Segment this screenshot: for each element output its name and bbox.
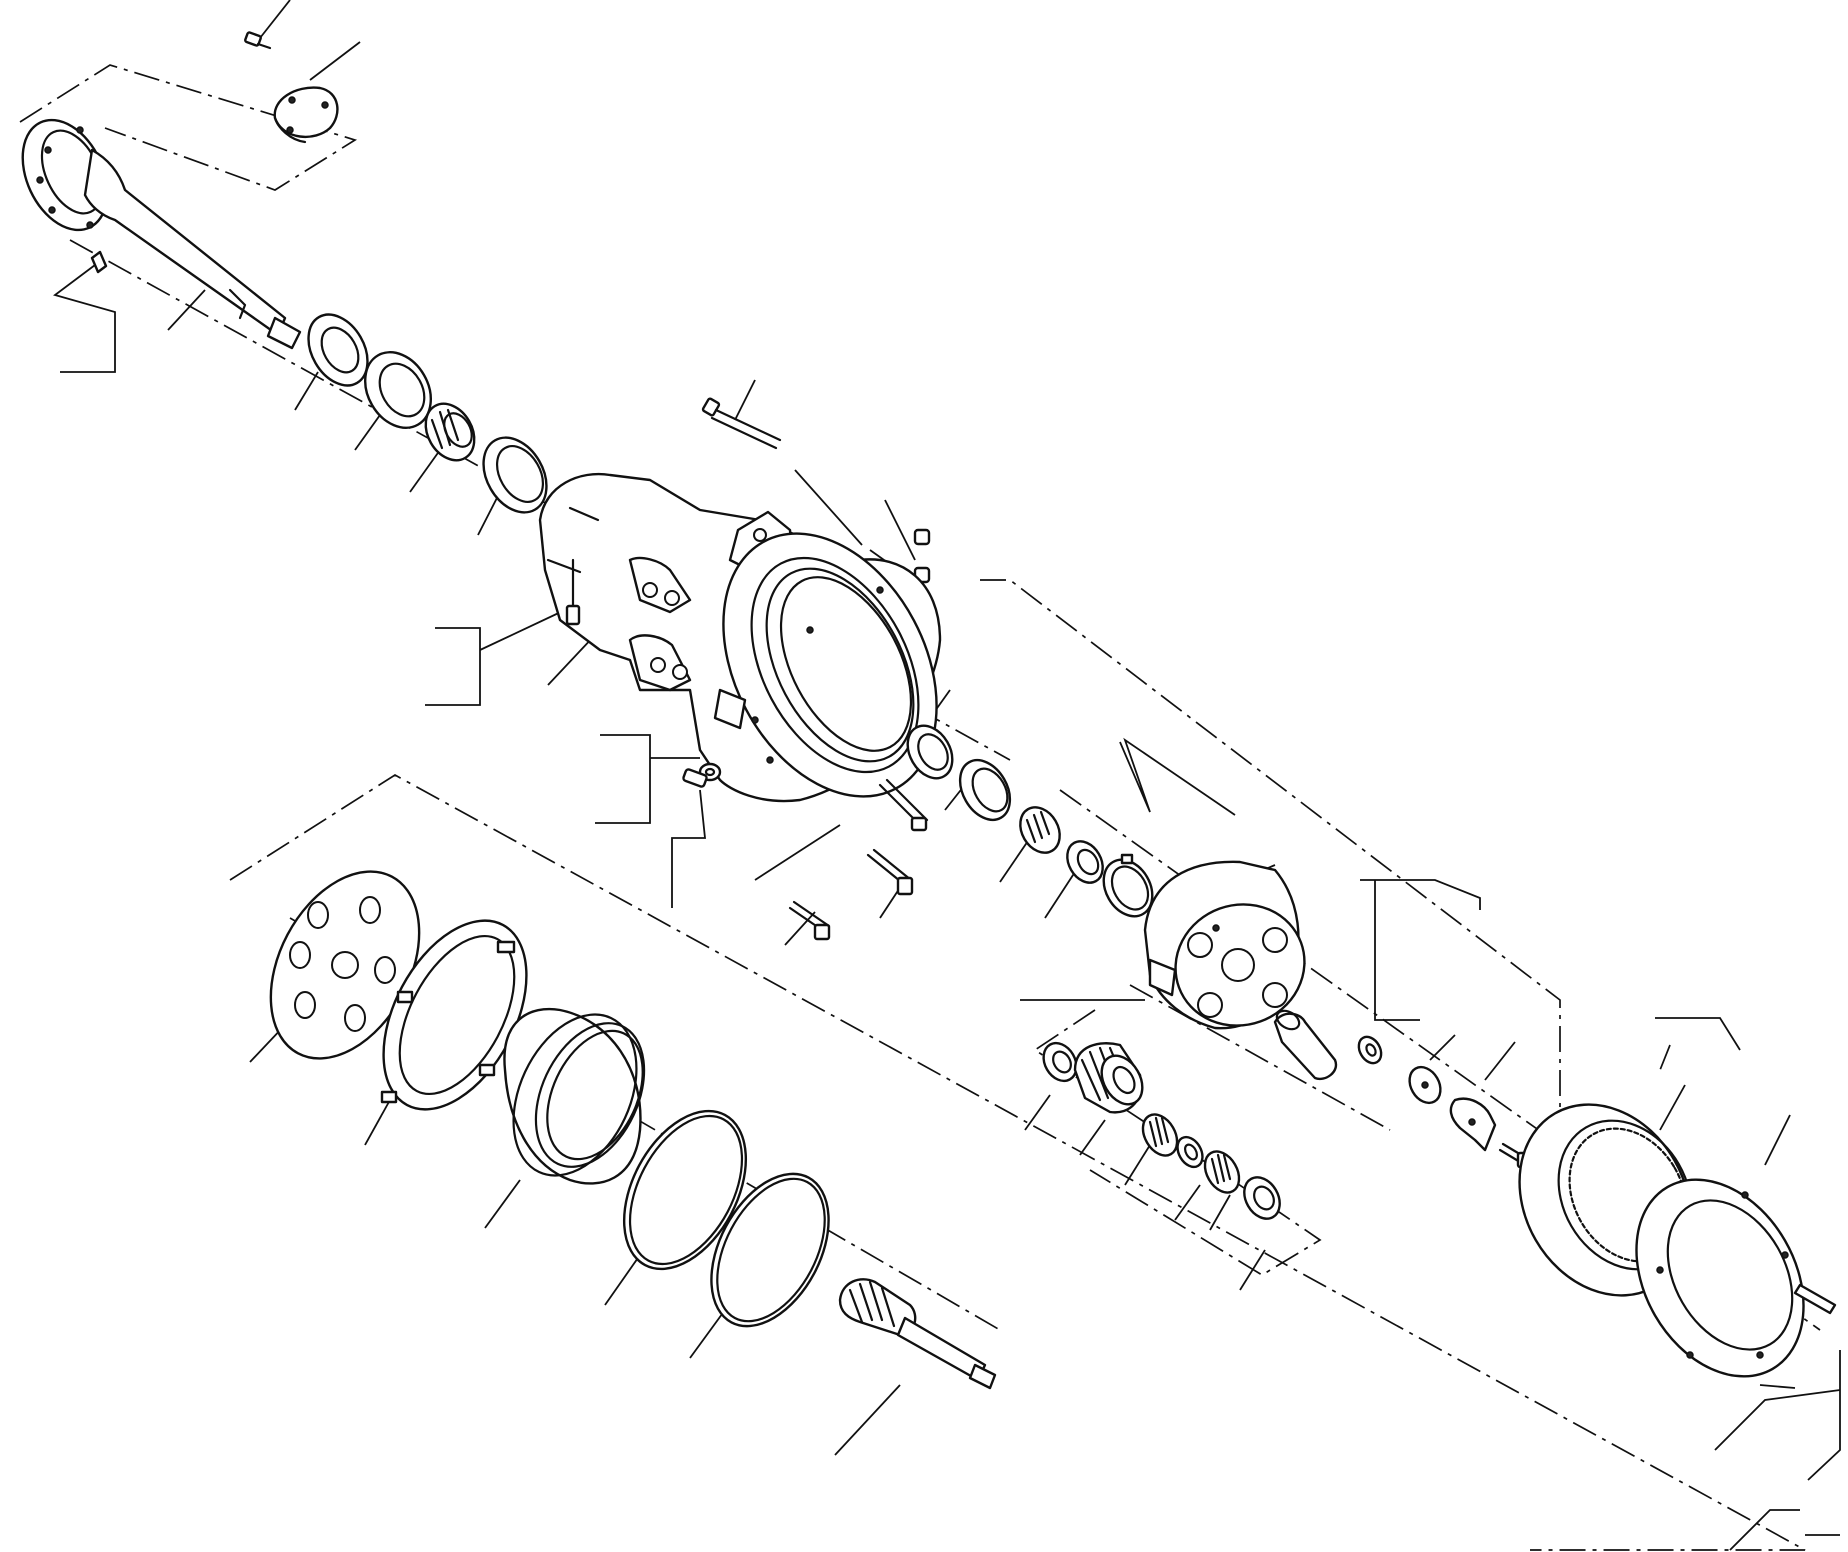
tapered-roller-bearing-carrier xyxy=(1019,806,1061,854)
cap-screw-top xyxy=(244,31,272,50)
snap-ring xyxy=(1102,853,1154,918)
planet-carrier xyxy=(1143,860,1306,1030)
dowel-pin xyxy=(682,768,708,788)
o-ring-inner xyxy=(710,1172,830,1328)
thrust-washer-plate xyxy=(1408,1065,1442,1105)
o-ring-outer xyxy=(622,1109,748,1271)
long-bolt xyxy=(701,397,782,450)
thrust-washer-small xyxy=(1357,1035,1383,1065)
spacer-washer xyxy=(1066,840,1104,884)
nut-pair xyxy=(913,528,931,584)
lock-plate xyxy=(1449,1097,1497,1152)
planet-pin xyxy=(1273,1009,1338,1081)
planet-gear xyxy=(1073,1042,1144,1114)
ring-gear-hub xyxy=(1635,1178,1805,1378)
bearing-cup-carrier-2 xyxy=(958,758,1012,822)
axle-housing xyxy=(538,472,942,803)
needle-bearing-1 xyxy=(1141,1113,1179,1157)
axle-shaft-flange xyxy=(21,118,302,350)
tapered-roller-bearing-outer xyxy=(424,402,476,462)
sun-gear-shaft xyxy=(838,1278,997,1390)
hub-cap-cover xyxy=(273,86,339,144)
dowel-pin-long xyxy=(1793,1283,1837,1315)
housing-bolt xyxy=(866,848,914,896)
oil-seal-outer xyxy=(307,313,369,387)
bearing-cup-carrier xyxy=(906,724,954,780)
housing-stud xyxy=(878,778,929,832)
brake-piston xyxy=(503,1007,646,1185)
housing-bolt xyxy=(788,900,831,941)
brake-disc xyxy=(269,870,421,1060)
needle-bearing-2 xyxy=(1203,1150,1241,1194)
bearing-cup-outer xyxy=(364,351,432,429)
planet-washer-left xyxy=(1042,1041,1078,1083)
bearing-cup-inner xyxy=(482,436,548,514)
spacer-ring xyxy=(1176,1135,1204,1169)
planet-washer-right xyxy=(1243,1176,1281,1220)
breather-fitting xyxy=(565,558,581,626)
